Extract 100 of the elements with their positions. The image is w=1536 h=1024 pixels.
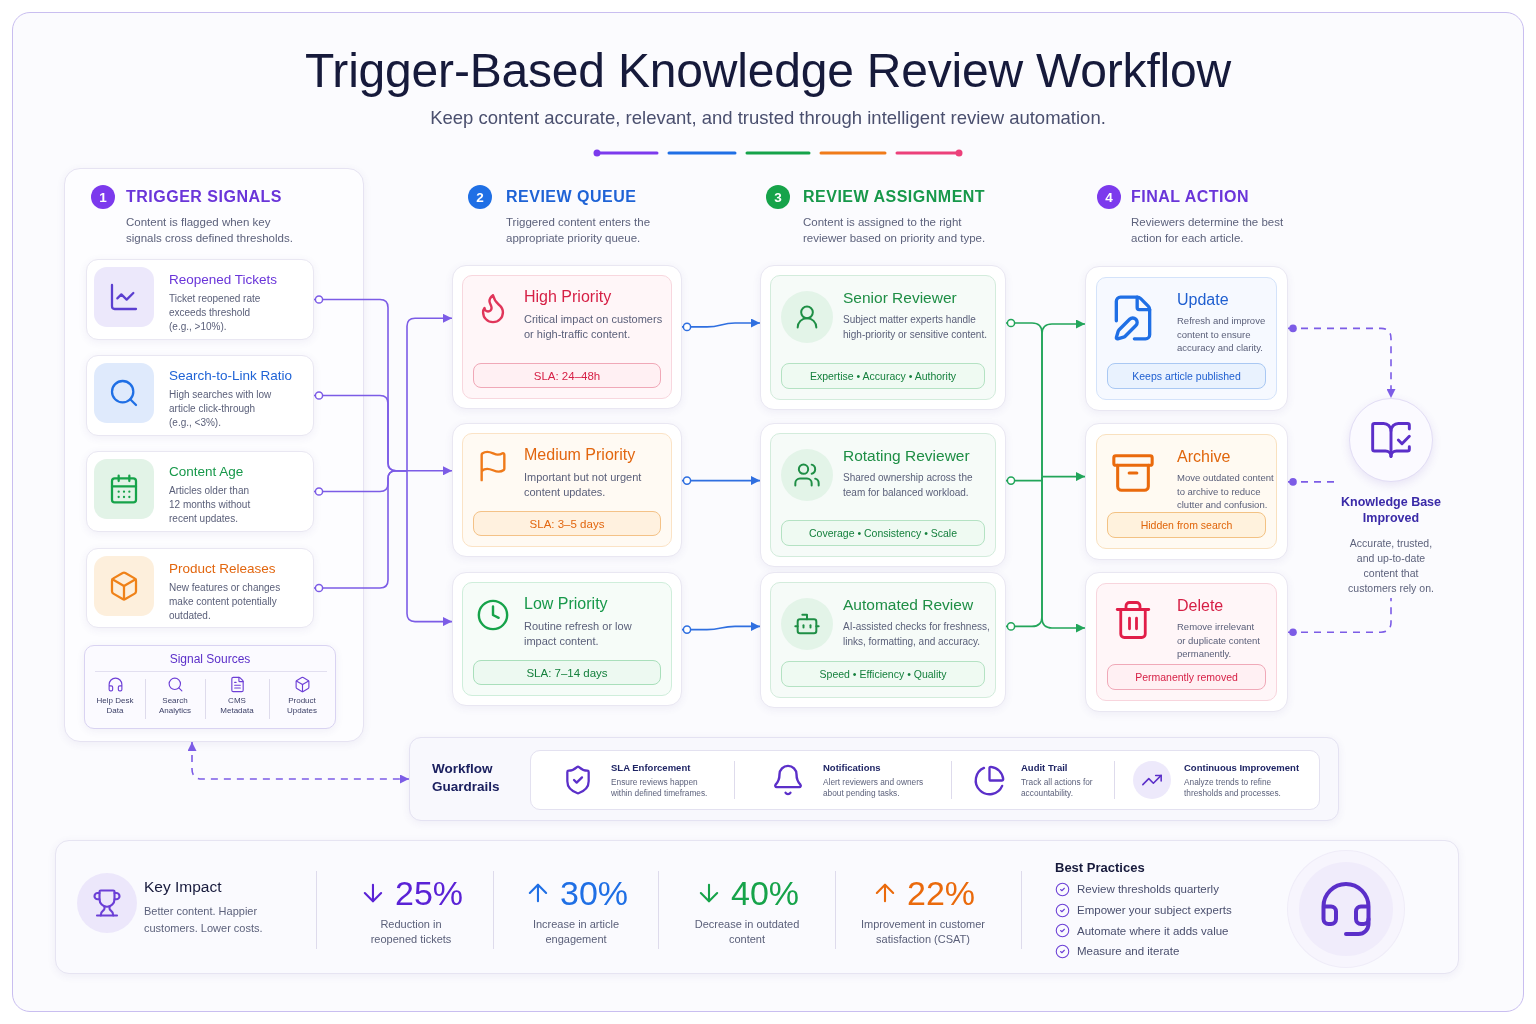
- connector-line: [1287, 478, 1337, 486]
- panel-description: Better content. Happier customers. Lower costs.: [144, 904, 264, 936]
- panel-heading: Key Impact: [144, 877, 222, 897]
- card-description: Critical impact on customers or high-traffic content.: [524, 312, 664, 342]
- section-heading: TRIGGER SIGNALS: [126, 187, 282, 207]
- trait-tag: Coverage • Consistency • Scale: [781, 520, 985, 546]
- item-description: Alert reviewers and owners about pending tasks.: [823, 777, 925, 799]
- outcome-title: Knowledge Base Improved: [1340, 494, 1442, 526]
- arrow: [406, 313, 453, 472]
- section-heading: FINAL ACTION: [1131, 187, 1249, 207]
- signal-sources-panel: [84, 645, 336, 729]
- arrow: [681, 621, 761, 634]
- card-description: Shared ownership across the team for balanced workload.: [843, 471, 974, 500]
- subtitle: Keep content accurate, relevant, and trusted through intelligent review automation.: [430, 106, 1106, 130]
- list-item: Review thresholds quarterly: [1077, 882, 1219, 897]
- card-title: Senior Reviewer: [843, 288, 958, 308]
- card-description: New features or changes make content potentially outdated.: [169, 581, 282, 623]
- reviewer-card: [760, 572, 1006, 708]
- stat-caption: Increase in article engagement: [531, 917, 621, 947]
- arrow: [1041, 319, 1086, 478]
- card-description: Routine refresh or low impact content.: [524, 619, 633, 649]
- arrow: [1287, 324, 1396, 399]
- item-description: Track all actions for accountability.: [1021, 777, 1094, 799]
- list-heading: Best Practices: [1055, 859, 1145, 876]
- section-panel: [64, 168, 364, 742]
- card-title: Rotating Reviewer: [843, 446, 971, 466]
- card-description: Refresh and improve content to ensure accuracy and clarity.: [1177, 314, 1267, 355]
- signal-card: [86, 355, 314, 436]
- connector-line: [313, 470, 408, 593]
- card-title: Low Priority: [524, 594, 609, 614]
- section-description: Reviewers determine the best action for each article.: [1131, 215, 1285, 246]
- item-description: Analyze trends to refine thresholds and processes.: [1184, 777, 1282, 799]
- stat-value: 30%: [559, 873, 629, 913]
- action-card: [1085, 423, 1288, 560]
- section-description: Triggered content enters the appropriate priority queue.: [506, 215, 652, 246]
- connector-line: [1005, 475, 1043, 485]
- card-title: Product Releases: [169, 560, 277, 577]
- source-label: Product Updates: [286, 696, 318, 716]
- trait-tag: Expertise • Accuracy • Authority: [781, 363, 985, 389]
- signal-card: [86, 451, 314, 532]
- list-item: Automate where it adds value: [1077, 923, 1229, 938]
- stat-value: 40%: [730, 873, 800, 913]
- item-title: SLA Enforcement: [611, 761, 692, 774]
- card-description: AI-assisted checks for freshness, links, formatting, and accuracy.: [843, 620, 991, 649]
- list-item: Empower your subject experts: [1077, 903, 1232, 918]
- action-card: [1085, 572, 1288, 712]
- outcome-tag: Keeps article published: [1107, 363, 1266, 389]
- card-title: Delete: [1177, 596, 1225, 616]
- source-label: Search Analytics: [158, 696, 192, 716]
- signal-card: [86, 259, 314, 340]
- card-description: Important but not urgent content updates.: [524, 470, 643, 500]
- card-description: Remove irrelevant or duplicate content permanently.: [1177, 620, 1261, 661]
- card-description: Subject matter experts handle high-priority or sensitive content.: [843, 313, 988, 342]
- outcome-description: Accurate, trusted, and up-to-date content that customers rely on.: [1347, 536, 1435, 596]
- section-heading: REVIEW QUEUE: [506, 187, 637, 207]
- arrow: [1041, 472, 1086, 482]
- arrow: [406, 466, 453, 476]
- card-title: Archive: [1177, 447, 1232, 467]
- section-description: Content is assigned to the right reviewer based on priority and type.: [803, 215, 987, 246]
- action-card: [1085, 266, 1288, 411]
- reviewer-card: [760, 265, 1006, 410]
- card-title: Medium Priority: [524, 445, 637, 465]
- source-label: Help Desk Data: [95, 696, 135, 716]
- reviewer-card: [760, 423, 1006, 567]
- signal-card: [86, 548, 314, 628]
- stat-caption: Reduction in reopened tickets: [369, 917, 453, 947]
- section-heading: REVIEW ASSIGNMENT: [803, 187, 986, 207]
- item-title: Notifications: [823, 761, 882, 774]
- priority-card: [452, 423, 682, 557]
- outcome-tag: Permanently removed: [1107, 664, 1266, 690]
- card-title: Automated Review: [843, 595, 975, 615]
- sla-tag: SLA: 24–48h: [473, 363, 661, 388]
- stat-caption: Decrease in outdated content: [693, 917, 801, 947]
- card-description: Articles older than 12 months without recent updates.: [169, 484, 252, 526]
- sla-tag: SLA: 3–5 days: [473, 511, 661, 536]
- stat-value: 25%: [394, 873, 464, 913]
- item-description: Ensure reviews happen within defined timeframes.: [611, 777, 709, 799]
- connector-line: [1287, 597, 1392, 636]
- arrow: [1041, 475, 1086, 633]
- panel-heading: Signal Sources: [169, 651, 251, 667]
- stat-value: 22%: [906, 873, 976, 913]
- diagram-title: Trigger-Based Knowledge Review Workflow: [305, 43, 1231, 99]
- stat-caption: Improvement in customer satisfaction (CSAT): [859, 917, 987, 947]
- card-title: High Priority: [524, 287, 613, 307]
- source-label: CMS Metadata: [219, 696, 255, 716]
- panel-heading: Workflow Guardrails: [432, 760, 501, 796]
- section-description: Content is flagged when key signals cross defined thresholds.: [126, 215, 294, 246]
- arrow: [681, 318, 761, 332]
- guardrails-band: [530, 750, 1320, 810]
- trait-tag: Speed • Efficiency • Quality: [781, 661, 985, 687]
- arrow: [681, 476, 761, 486]
- step-number-badge: 1: [91, 185, 115, 209]
- outcome-tag: Hidden from search: [1107, 512, 1266, 538]
- impact-panel: [55, 840, 1459, 974]
- card-title: Update: [1177, 290, 1230, 310]
- priority-card: [452, 265, 682, 409]
- card-description: Move outdated content to archive to reduce clutter and confusion.: [1177, 471, 1275, 512]
- card-title: Search-to-Link Ratio: [169, 367, 293, 384]
- guardrails-panel: [409, 737, 1339, 821]
- sla-tag: SLA: 7–14 days: [473, 660, 661, 685]
